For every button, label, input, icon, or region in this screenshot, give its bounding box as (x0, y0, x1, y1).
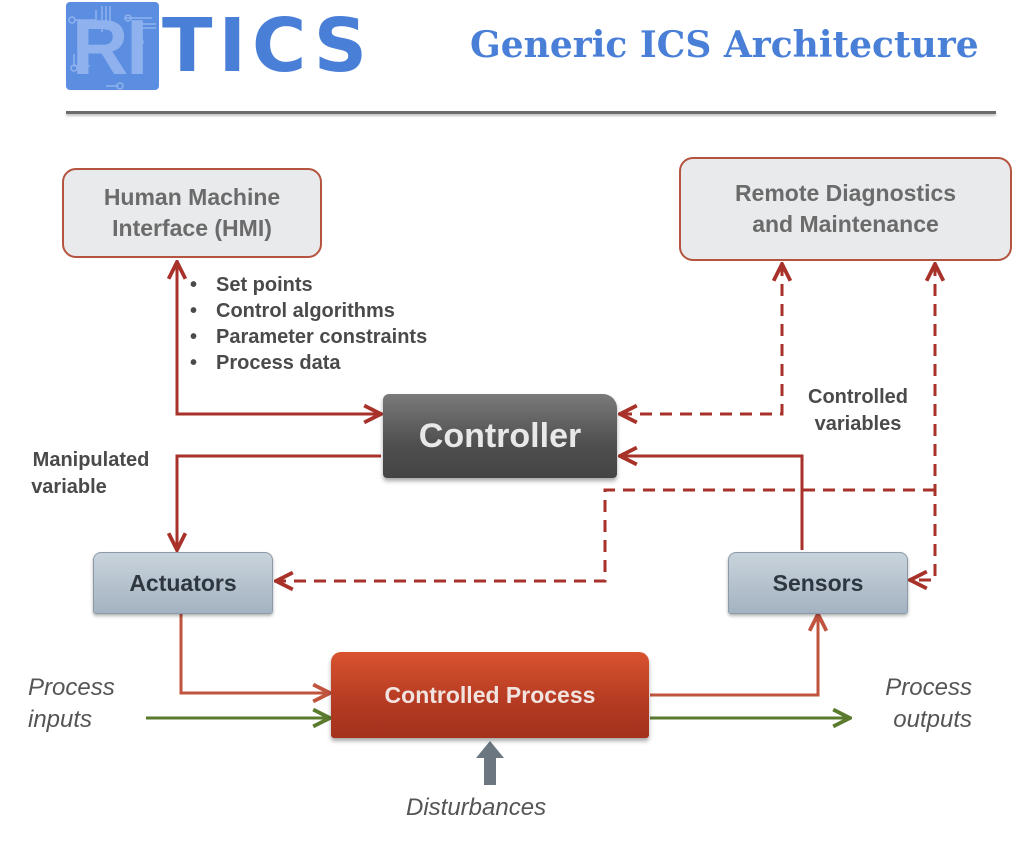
edge-remote-controller (620, 264, 782, 414)
node-controlled-process[interactable]: Controlled Process (331, 652, 649, 738)
logo-ri-text: RI (72, 3, 148, 90)
label-inputs-line-1: Process (28, 674, 115, 701)
logo-circuit-box: RI (66, 2, 159, 90)
node-controller[interactable]: Controller (383, 394, 617, 478)
label-manipulated-line-2: variable (31, 476, 107, 498)
label-manipulated-variable: Manipulated variable (16, 447, 166, 501)
header-divider (66, 111, 996, 114)
node-remote-line-2: and Maintenance (752, 211, 939, 237)
label-process-inputs: Process inputs (28, 672, 115, 736)
hmi-exchange-item: Parameter constraints (190, 324, 427, 350)
label-manipulated-line-1: Manipulated (32, 449, 150, 471)
edge-process-sensors (650, 614, 818, 697)
label-controlled-variables: Controlled variables (790, 384, 926, 438)
label-controlled-line-2: variables (814, 413, 902, 435)
ritics-logo: RI TICS (66, 2, 376, 92)
label-process-outputs: Process outputs (868, 672, 972, 736)
page-title: Generic ICS Architecture (470, 24, 979, 66)
edge-hmi-controller (177, 262, 381, 414)
hmi-exchange-item: Control algorithms (190, 298, 427, 324)
edge-sensors-controller (620, 456, 804, 550)
label-disturbances: Disturbances (406, 792, 546, 824)
disturbance-arrow-icon (476, 741, 504, 785)
node-sensors-label: Sensors (772, 569, 864, 596)
label-controlled-line-1: Controlled (808, 386, 908, 408)
edge-remote-sensors (910, 264, 935, 580)
node-actuators-label: Actuators (129, 569, 237, 596)
hmi-exchange-list: Set points Control algorithms Parameter … (190, 272, 427, 376)
hmi-exchange-item: Process data (190, 350, 427, 376)
label-disturbances-text: Disturbances (406, 794, 547, 821)
edge-remote-actuators (276, 488, 935, 581)
label-inputs-line-2: inputs (28, 706, 93, 733)
node-sensors[interactable]: Sensors (728, 552, 908, 614)
label-outputs-line-1: Process (885, 674, 972, 701)
logo-tics-text: TICS (162, 3, 373, 89)
node-remote-line-1: Remote Diagnostics (734, 180, 957, 206)
node-process-label: Controlled Process (384, 681, 596, 708)
node-actuators[interactable]: Actuators (93, 552, 273, 614)
hmi-exchange-item: Set points (190, 272, 427, 298)
node-remote-diagnostics[interactable]: Remote Diagnostics and Maintenance (679, 157, 1012, 261)
edge-controller-actuators (177, 454, 381, 550)
edge-actuators-process (179, 614, 330, 693)
label-outputs-line-2: outputs (893, 706, 972, 733)
node-hmi[interactable]: Human Machine Interface (HMI) (62, 168, 322, 258)
node-hmi-line-2: Interface (HMI) (112, 215, 272, 241)
node-controller-label: Controller (418, 416, 582, 455)
circuit-traces-icon (68, 6, 156, 90)
node-hmi-line-1: Human Machine (103, 184, 281, 210)
